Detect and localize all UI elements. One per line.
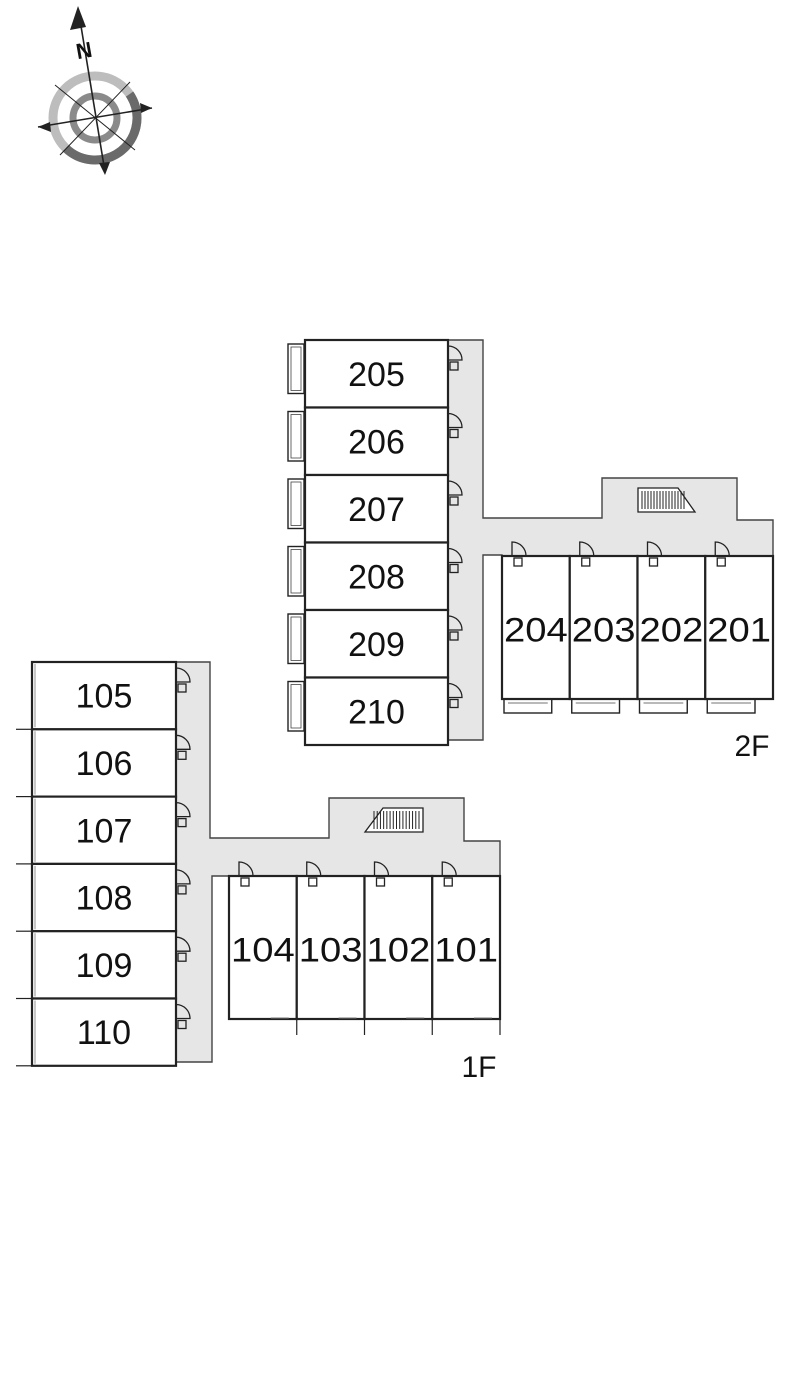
unit-210: 210 xyxy=(287,676,463,747)
door-icon xyxy=(175,667,191,693)
unit-110: 110 xyxy=(16,997,191,1067)
unit-label: 102 xyxy=(367,932,431,970)
unit-label: 105 xyxy=(76,678,133,716)
door-icon xyxy=(175,801,191,828)
unit-label: 103 xyxy=(299,932,363,970)
unit-label: 106 xyxy=(76,745,133,783)
unit-109: 109 xyxy=(16,930,191,1000)
door-icon xyxy=(447,480,463,506)
unit-105: 105 xyxy=(16,660,191,731)
unit-108: 108 xyxy=(16,862,191,933)
unit-label: 101 xyxy=(434,932,498,970)
unit-202: 202 xyxy=(636,541,707,714)
unit-104: 104 xyxy=(227,861,298,1035)
floor-label-2f: 2F xyxy=(734,730,769,763)
unit-label: 104 xyxy=(231,932,295,970)
unit-label: 208 xyxy=(348,558,405,596)
unit-label: 107 xyxy=(76,812,133,850)
corridor-2f xyxy=(447,339,774,741)
compass-rose-icon: N xyxy=(37,6,153,175)
door-icon xyxy=(306,861,322,887)
door-icon xyxy=(447,345,463,371)
door-icon xyxy=(714,541,730,567)
door-icon xyxy=(175,869,191,895)
unit-label: 206 xyxy=(348,423,405,461)
stairs-icon xyxy=(363,807,424,833)
unit-label: 109 xyxy=(76,947,133,985)
unit-106: 106 xyxy=(16,728,191,798)
unit-203: 203 xyxy=(568,541,639,714)
unit-205: 205 xyxy=(287,338,463,409)
door-icon xyxy=(238,861,254,887)
door-icon xyxy=(175,936,191,962)
unit-209: 209 xyxy=(287,608,463,679)
unit-label: 210 xyxy=(348,693,405,731)
compass-north-label: N xyxy=(74,37,94,64)
stairs-icon xyxy=(637,487,697,513)
unit-label: 209 xyxy=(348,626,405,664)
unit-207: 207 xyxy=(287,473,463,544)
unit-label: 110 xyxy=(77,1014,131,1052)
door-icon xyxy=(447,547,463,574)
unit-107: 107 xyxy=(16,795,191,865)
unit-103: 103 xyxy=(295,861,366,1035)
unit-102: 102 xyxy=(363,861,434,1035)
floor-label-1f: 1F xyxy=(461,1051,496,1084)
door-icon xyxy=(447,682,463,709)
unit-label: 205 xyxy=(348,356,405,394)
corridor-1f xyxy=(175,661,501,1063)
unit-label: 108 xyxy=(76,880,133,918)
door-icon xyxy=(579,541,595,567)
door-icon xyxy=(646,541,663,567)
unit-201: 201 xyxy=(704,541,775,714)
door-icon xyxy=(441,861,457,887)
unit-label: 201 xyxy=(707,612,771,650)
door-icon xyxy=(175,734,191,760)
door-icon xyxy=(511,541,527,567)
unit-101: 101 xyxy=(431,861,502,1035)
door-icon xyxy=(373,861,390,887)
door-icon xyxy=(175,1003,191,1030)
unit-label: 207 xyxy=(348,491,405,529)
unit-label: 204 xyxy=(504,612,568,650)
unit-208: 208 xyxy=(287,541,463,612)
unit-204: 204 xyxy=(500,541,571,714)
door-icon xyxy=(447,615,463,641)
door-icon xyxy=(447,412,463,439)
unit-label: 203 xyxy=(572,612,636,650)
unit-206: 206 xyxy=(287,406,463,477)
unit-label: 202 xyxy=(640,612,704,650)
